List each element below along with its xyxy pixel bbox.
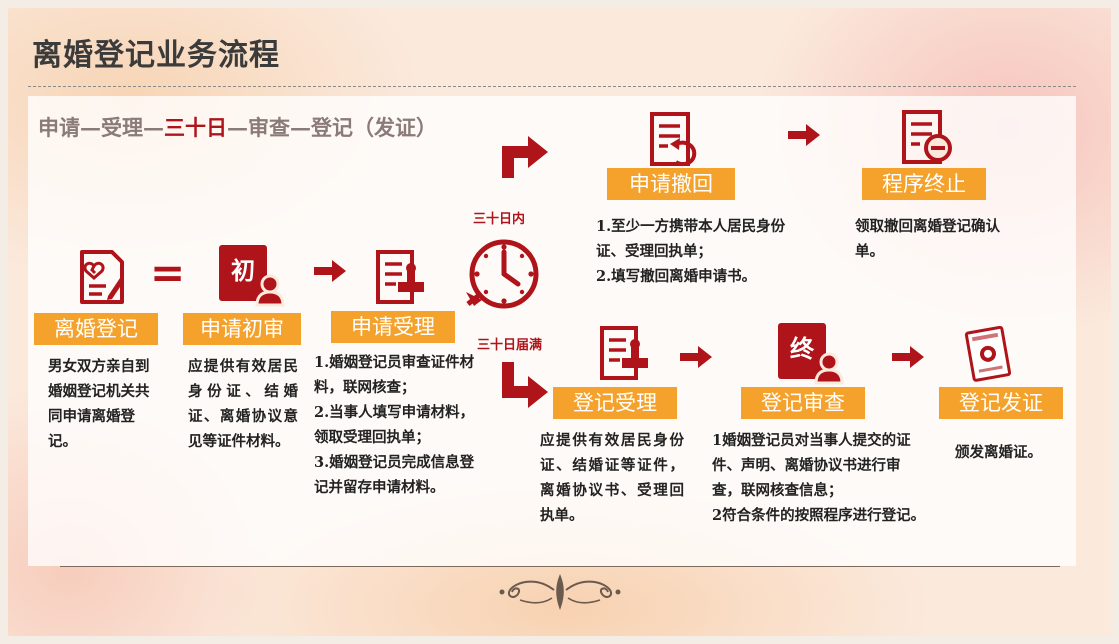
title-divider (28, 86, 1076, 87)
branch-label-within-30-days: 三十日内 (473, 212, 526, 227)
application-form-icon (376, 250, 424, 304)
desc-application-acceptance: 1.婚姻登记员审查证件材料，联网核查； 2.当事人填写申请材料，领取受理回执单；… (314, 350, 478, 500)
desc-registration-acceptance: 应提供有效居民身份证、结婚证等证件，离婚协议书、受理回执单。 (540, 432, 684, 524)
desc-application-acceptance-line: 1.婚姻登记员审查证件材料，联网核查； (314, 354, 475, 396)
divorce-certificate-icon (964, 326, 1012, 382)
label-divorce-registration: 离婚登记 (34, 313, 158, 345)
desc-procedure-termination: 领取撤回离婚登记确认单。 (855, 218, 1000, 260)
arrow-right-icon (892, 346, 924, 368)
label-registration-acceptance: 登记受理 (553, 387, 677, 419)
bent-arrow-down-right-icon (502, 362, 548, 408)
desc-application-acceptance-line: 2.当事人填写申请材料，领取受理回执单； (314, 404, 475, 446)
process-summary-start: 申请—受理— (38, 115, 164, 140)
arrow-right-icon (680, 346, 712, 368)
desc-certificate-issue: 颁发离婚证。 (955, 444, 1042, 461)
desc-registration-review: 1婚姻登记员对当事人提交的证件、声明、离婚协议书进行审查，联网核查信息； 2符合… (712, 428, 926, 528)
initial-review-stamp-icon: 初 (219, 245, 285, 307)
desc-withdraw-application-line: 2.填写撤回离婚申请书。 (596, 268, 757, 285)
process-summary: 申请—受理—三十日—审查—登记（发证） (38, 112, 437, 142)
branch-label-30-days-expired: 三十日届满 (477, 338, 543, 353)
label-application-acceptance: 申请受理 (331, 311, 455, 343)
registration-form-icon (600, 326, 648, 380)
bottom-divider (60, 566, 1060, 567)
final-review-stamp-icon: 终 (778, 323, 844, 385)
terminate-document-icon (902, 110, 952, 164)
desc-registration-review-line: 2符合条件的按照程序进行登记。 (712, 507, 926, 524)
desc-divorce-registration: 男女双方亲自到婚姻登记机关共同申请离婚登记。 (48, 358, 150, 450)
desc-withdraw-application: 1.至少一方携带本人居民身份证、受理回执单； 2.填写撤回离婚申请书。 (596, 214, 806, 289)
label-registration-review: 登记审查 (741, 387, 865, 419)
equals-sign: = (150, 248, 186, 297)
arrow-right-icon (788, 124, 820, 146)
final-review-stamp-char: 终 (790, 335, 814, 363)
flourish-ornament-icon (499, 574, 621, 610)
desc-application-acceptance-line: 3.婚姻登记员完成信息登记并留存申请材料。 (314, 454, 475, 496)
desc-registration-review-line: 1婚姻登记员对当事人提交的证件、声明、离婚协议书进行审查，联网核查信息； (712, 432, 911, 499)
label-certificate-issue: 登记发证 (939, 387, 1063, 419)
process-summary-end: —审查—登记（发证） (227, 115, 437, 140)
label-withdraw-application: 申请撤回 (607, 168, 735, 200)
page-title: 离婚登记业务流程 (32, 38, 280, 73)
bent-arrow-up-right-icon (502, 136, 548, 178)
withdraw-document-icon (650, 112, 697, 166)
clock-icon (466, 239, 539, 309)
label-procedure-termination: 程序终止 (862, 168, 986, 200)
process-summary-highlight: 三十日 (164, 115, 227, 140)
desc-withdraw-application-line: 1.至少一方携带本人居民身份证、受理回执单； (596, 218, 786, 260)
arrow-right-icon (314, 260, 346, 282)
desc-initial-application: 应提供有效居民身份证、结婚证、离婚协议意见等证件材料。 (188, 358, 298, 450)
broken-heart-document-icon (80, 250, 124, 304)
initial-review-stamp-char: 初 (231, 257, 255, 285)
label-initial-application: 申请初审 (183, 313, 301, 345)
